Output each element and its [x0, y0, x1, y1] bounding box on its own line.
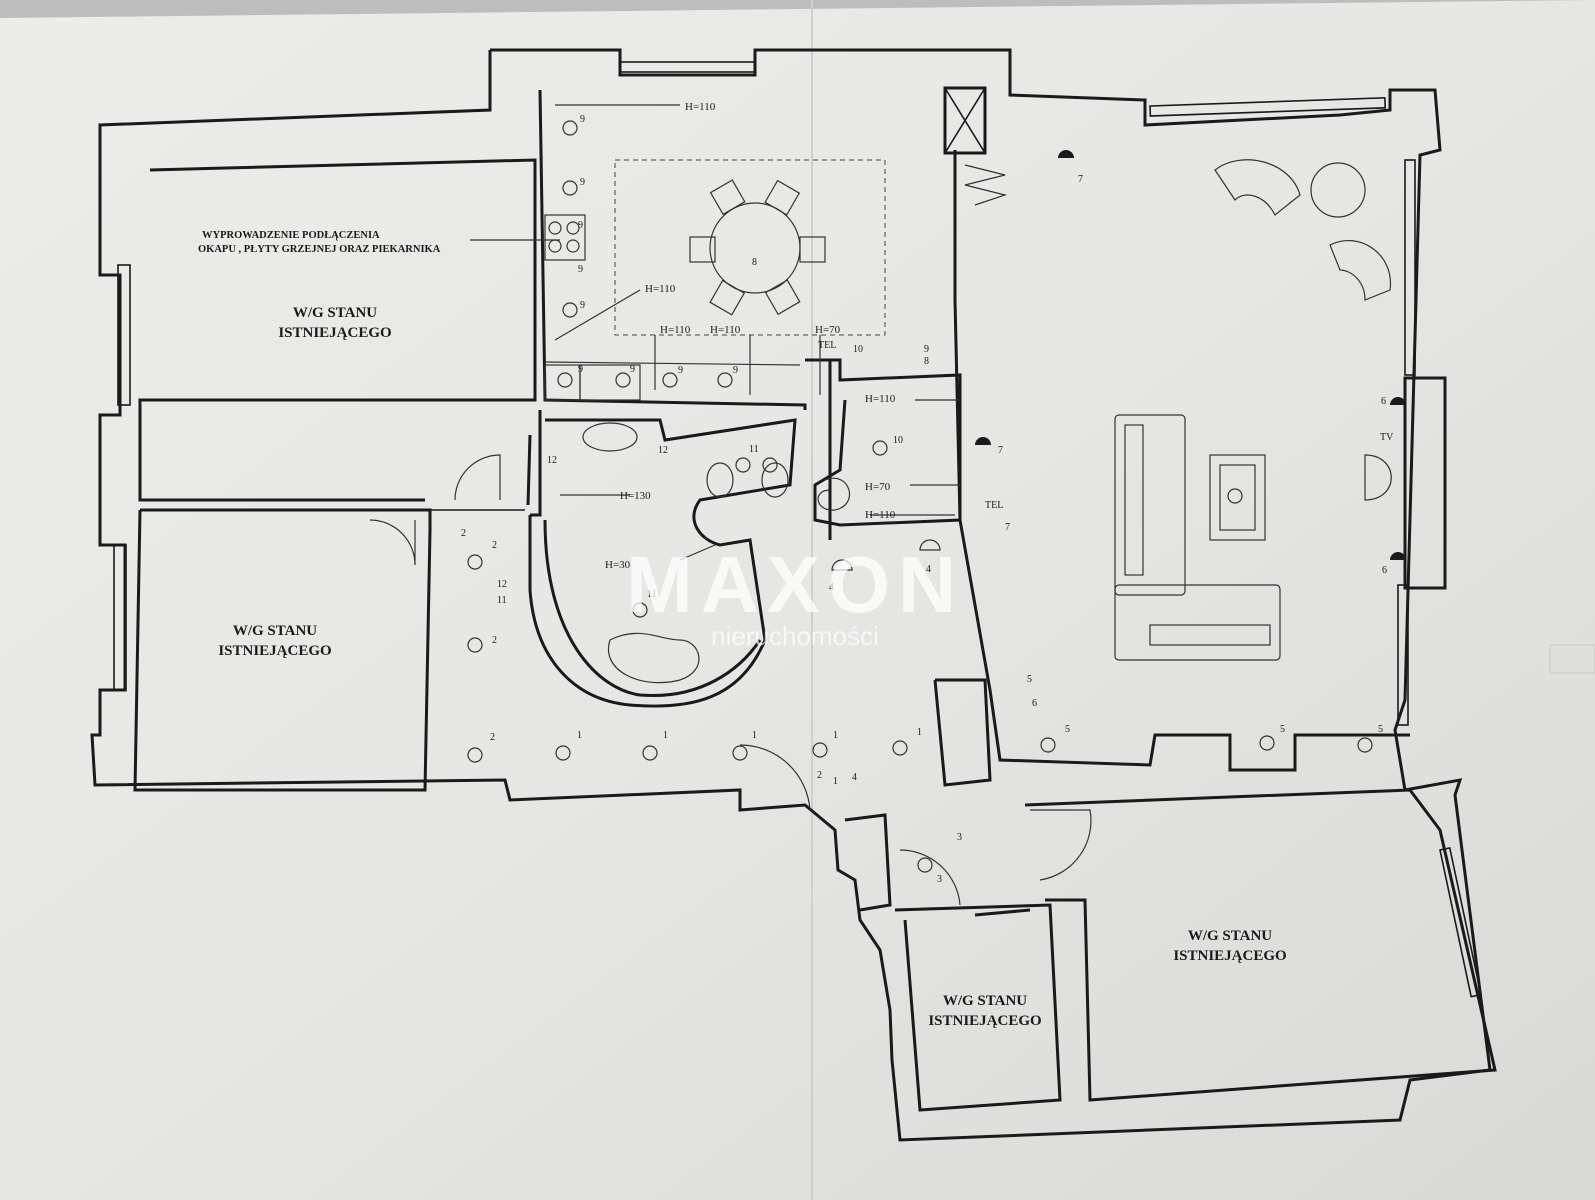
fixture-number: 1	[833, 776, 838, 787]
fixture-number: 6	[1382, 565, 1387, 576]
fixture-number: 3	[937, 874, 942, 885]
fixture-number: 2	[490, 732, 495, 743]
height-marks: H=110 H=110 H=110 H=110 H=70 H=130 H=30 …	[605, 101, 896, 571]
fixture-number: 9	[580, 300, 585, 311]
fixture-number: 4	[829, 582, 834, 593]
fixture-number: 6	[1032, 698, 1037, 709]
fixture-number: 5	[1280, 724, 1285, 735]
room-labels: W/G STANU ISTNIEJĄCEGO W/G STANU ISTNIEJ…	[218, 305, 1286, 1029]
fixture-number: 8	[752, 257, 757, 268]
paper-tab	[1549, 644, 1595, 674]
room-label-right-bottom-2: ISTNIEJĄCEGO	[1173, 948, 1286, 964]
leader-lines	[470, 104, 960, 561]
tv-label: TV	[1380, 432, 1394, 443]
height-mark: H=110	[685, 101, 716, 113]
walls	[90, 48, 1497, 1142]
height-mark: H=110	[865, 509, 896, 521]
fixture-number: 5	[1065, 724, 1070, 735]
fixture-number: 9	[580, 177, 585, 188]
height-mark: H=110	[710, 324, 741, 336]
tel-label: TEL	[985, 500, 1003, 511]
fixture-number: 11	[497, 595, 507, 606]
height-mark: H=70	[815, 324, 841, 336]
bathroom-furniture	[582, 422, 851, 684]
fixture-number: 9	[578, 220, 583, 231]
fixture-number: 9	[924, 344, 929, 355]
height-mark: H=70	[865, 481, 891, 493]
fixture-number: 12	[547, 455, 557, 466]
fixture-number: 9	[733, 365, 738, 376]
room-label-center-bottom-2: ISTNIEJĄCEGO	[928, 1013, 1041, 1029]
fixture-number: 3	[957, 832, 962, 843]
fixture-number: 7	[1005, 522, 1010, 533]
fixture-number: 9	[578, 264, 583, 275]
fixture-number: 12	[497, 579, 507, 590]
fixture-number: 11	[749, 444, 759, 455]
watermark-brand: MAXON	[626, 540, 964, 629]
fixture-number: 5	[1378, 724, 1383, 735]
fixture-number: 9	[580, 114, 585, 125]
fixture-number: 1	[663, 730, 668, 741]
fixture-number: 6	[1381, 396, 1386, 407]
fixture-number: 9	[578, 364, 583, 375]
fixture-number: 2	[492, 540, 497, 551]
fixture-number: 2	[817, 770, 822, 781]
height-mark: H=110	[645, 283, 676, 295]
living-furniture	[1114, 159, 1447, 661]
fixture-number: 4	[926, 564, 931, 575]
fixture-number: 2	[461, 528, 466, 539]
height-mark: H=130	[620, 490, 651, 502]
fixture-number: 1	[577, 730, 582, 741]
fixture-number: 9	[678, 365, 683, 376]
fixture-number: 2	[492, 635, 497, 646]
fixture-number: 7	[1078, 174, 1083, 185]
room-label-top-left-2: ISTNIEJĄCEGO	[278, 325, 391, 341]
fixture-number: 1	[917, 727, 922, 738]
windows	[113, 61, 1482, 998]
height-mark: H=110	[865, 393, 896, 405]
room-label-top-left-1: W/G STANU	[293, 305, 377, 321]
room-label-bottom-left-2: ISTNIEJĄCEGO	[218, 643, 331, 659]
room-label-right-bottom-1: W/G STANU	[1188, 928, 1272, 944]
light-fixtures	[467, 120, 1406, 873]
fixture-number: 8	[924, 356, 929, 367]
height-mark: H=30	[605, 559, 631, 571]
fixture-number: 12	[658, 445, 668, 456]
fixture-number: 9	[630, 364, 635, 375]
fixture-numbers: 9 9 9 9 9 9 9 9 9 8 9 8 10 10 11 11 12 1…	[461, 114, 1387, 885]
fixture-number: 11	[647, 589, 657, 600]
fixture-number: 5	[1027, 674, 1032, 685]
room-label-center-bottom-1: W/G STANU	[943, 993, 1027, 1009]
tel-label: TEL	[818, 340, 836, 351]
fixture-number: 10	[893, 435, 903, 446]
watermark-sub: nieruchomości	[711, 621, 879, 651]
fixture-number: 7	[998, 445, 1003, 456]
room-label-bottom-left-1: W/G STANU	[233, 623, 317, 639]
fixture-number: 1	[833, 730, 838, 741]
kitchen-note-line-2: OKAPU , PŁYTY GRZEJNEJ ORAZ PIEKARNIKA	[198, 244, 441, 255]
fixture-number: 1	[752, 730, 757, 741]
fixture-number: 4	[852, 772, 857, 783]
doors	[369, 434, 1092, 917]
fixture-number: 10	[853, 344, 863, 355]
kitchen-note-line-1: WYPROWADZENIE PODŁĄCZENIA	[202, 230, 380, 241]
height-mark: H=110	[660, 324, 691, 336]
